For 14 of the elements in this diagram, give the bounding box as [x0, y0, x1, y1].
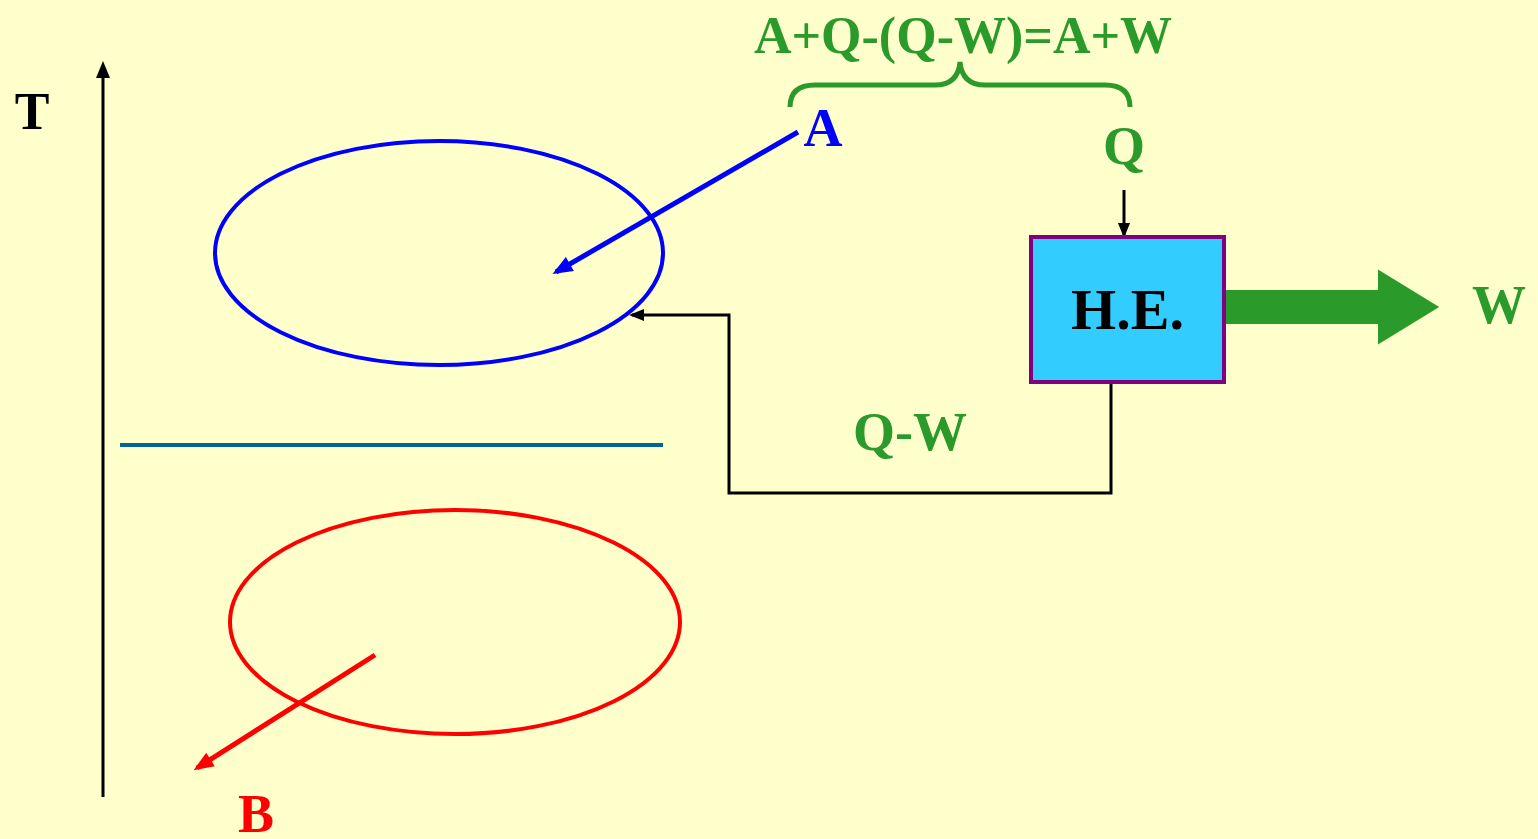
equation-label: A+Q-(Q-W)=A+W: [753, 10, 1173, 62]
axis-label: T: [14, 86, 50, 138]
arrow: [193, 652, 377, 771]
node-label: Q: [1097, 118, 1151, 174]
arrow: [1226, 269, 1440, 345]
node-label: B: [232, 789, 280, 839]
node-label: A: [796, 100, 850, 156]
ellipse-shape: [213, 139, 665, 367]
process-box: H.E.: [1029, 235, 1226, 384]
node-label: W: [1466, 277, 1532, 333]
arrow: [629, 309, 1113, 495]
arrow: [1118, 190, 1130, 238]
arrow: [552, 129, 800, 275]
ellipse-shape: [228, 508, 682, 736]
